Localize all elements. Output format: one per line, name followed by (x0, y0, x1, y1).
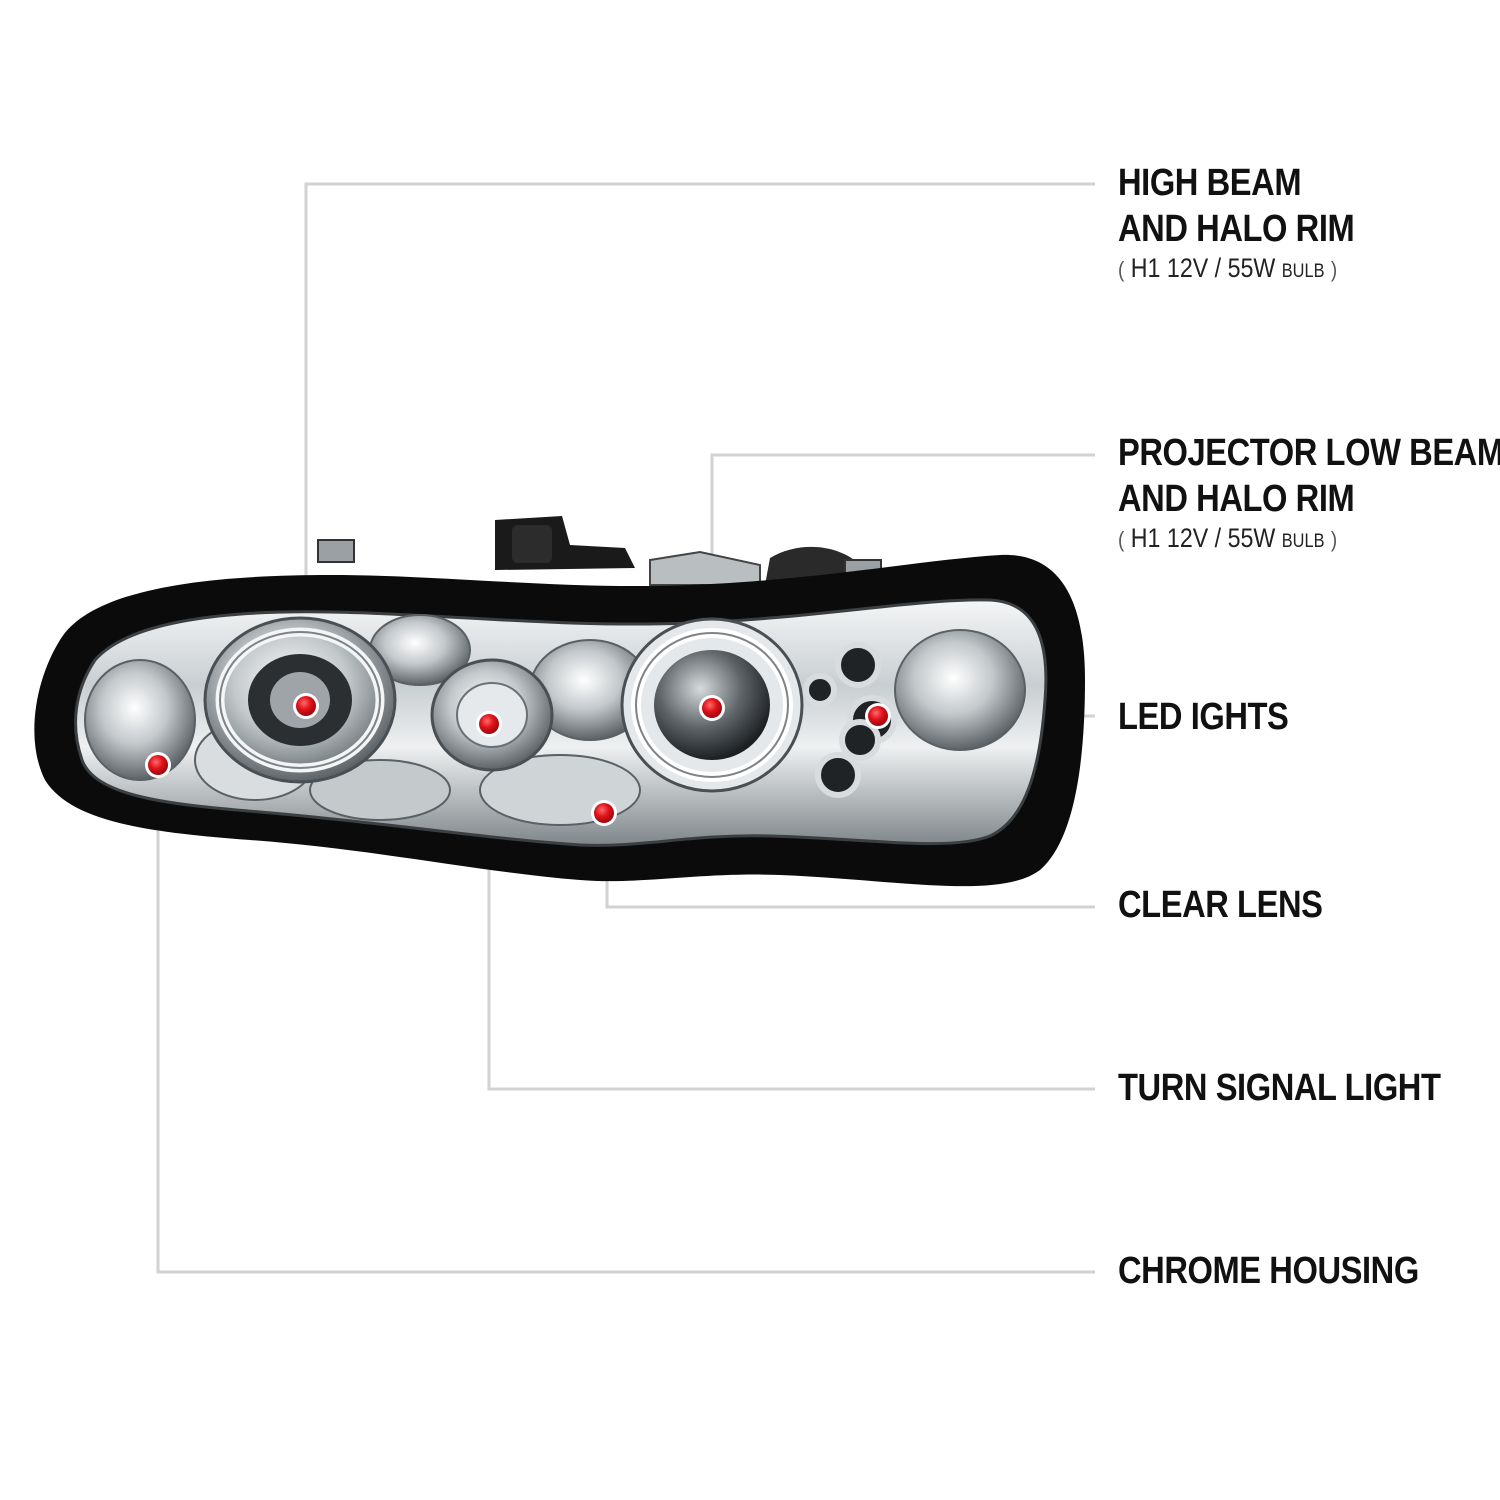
spec-unit: BULB (1281, 531, 1325, 552)
label-line: CLEAR LENS (1118, 884, 1323, 926)
label-turn-signal-light: TURN SIGNAL LIGHT (1118, 1065, 1441, 1111)
marker-turn-signal (476, 711, 502, 737)
leader-line-chrome-housing (156, 766, 1095, 1274)
label-line: CHROME HOUSING (1118, 1250, 1419, 1292)
spec-close-paren: ) (1330, 527, 1338, 552)
label-line: PROJECTOR LOW BEAM (1118, 432, 1500, 474)
spec-unit: BULB (1281, 261, 1325, 282)
label-projector-low-beam: PROJECTOR LOW BEAM AND HALO RIM ( H1 12V… (1118, 430, 1500, 558)
label-line: AND HALO RIM (1118, 208, 1355, 250)
reflector-details (84, 614, 1026, 826)
label-line: LED IGHTS (1118, 696, 1289, 738)
spec-bulb: H1 12V / 55W (1130, 253, 1276, 283)
headlight-assembly (34, 516, 1085, 887)
label-led-lights: LED IGHTS (1118, 694, 1289, 740)
spec-open-paren: ( (1118, 527, 1125, 552)
marker-clear-lens (591, 800, 617, 826)
label-chrome-housing: CHROME HOUSING (1118, 1248, 1419, 1294)
callout-markers (145, 693, 891, 826)
marker-projector-low-beam (699, 695, 725, 721)
spec-open-paren: ( (1118, 257, 1125, 282)
bulb-spec: ( H1 12V / 55W BULB ) (1118, 522, 1500, 558)
marker-chrome-housing (145, 752, 171, 778)
label-line: HIGH BEAM (1118, 162, 1302, 204)
bulb-spec: ( H1 12V / 55W BULB ) (1118, 252, 1354, 288)
marker-led-lights (865, 703, 891, 729)
label-line: AND HALO RIM (1118, 478, 1355, 520)
leader-line-high-beam (304, 182, 1095, 705)
spec-bulb: H1 12V / 55W (1130, 523, 1276, 553)
marker-high-beam (293, 693, 319, 719)
rear-connector (317, 516, 882, 586)
label-line: TURN SIGNAL LIGHT (1118, 1067, 1441, 1109)
label-clear-lens: CLEAR LENS (1118, 882, 1323, 928)
spec-close-paren: ) (1330, 257, 1338, 282)
label-high-beam: HIGH BEAM AND HALO RIM ( H1 12V / 55W BU… (1118, 160, 1355, 288)
